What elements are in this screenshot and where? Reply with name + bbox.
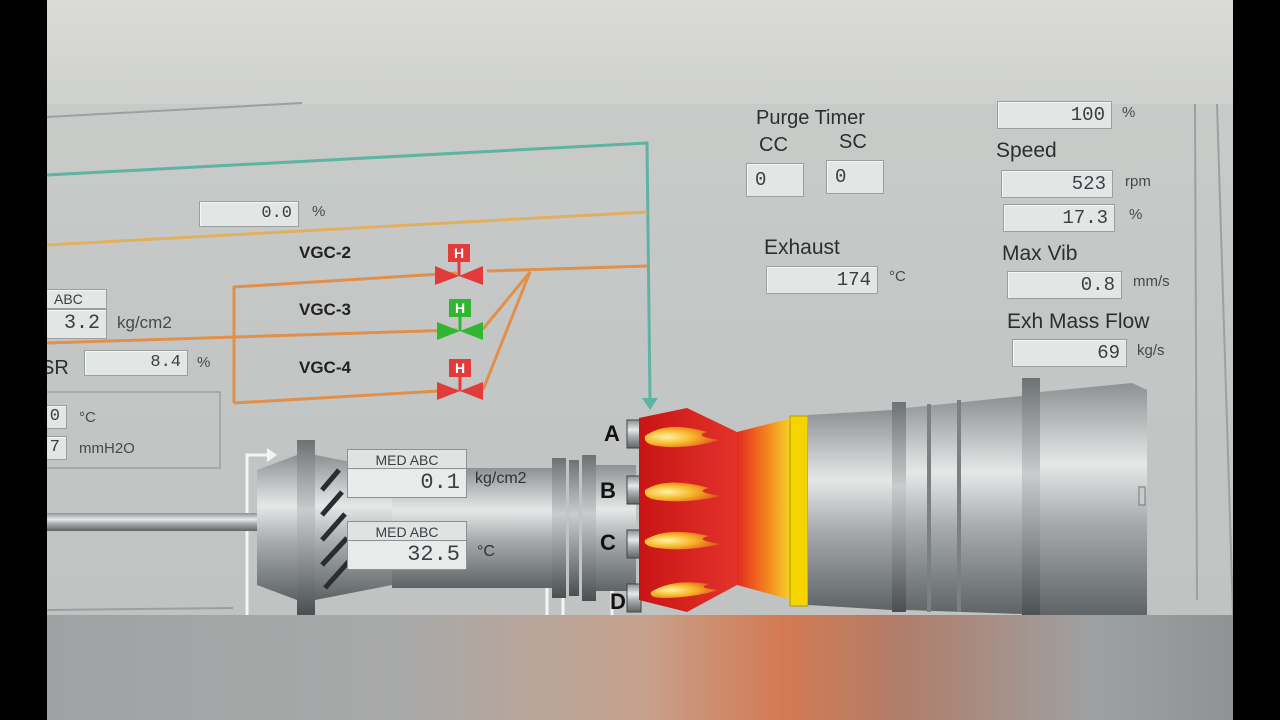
vgc4-hand-indicator[interactable]: H	[449, 359, 471, 377]
hmi-screen: 0.0 % ABC 3.2 kg/cm2 SR 8.4 % 0 °C 7 mmH…	[47, 0, 1233, 720]
top-bezel	[47, 0, 1233, 104]
sr-unit: %	[197, 354, 211, 371]
fuel-nozzles	[626, 419, 642, 613]
turbine-shaft	[47, 513, 297, 531]
mmh2o-unit: mmH2O	[79, 440, 135, 457]
compressor-temp-unit: °C	[477, 543, 495, 560]
bottom-blur-region	[47, 615, 1233, 720]
panel-border-right-outer	[1216, 103, 1233, 616]
top-percent-display: 0.0	[199, 201, 299, 227]
vgc2-valve-icon[interactable]	[435, 262, 483, 285]
left-bottom-frame	[47, 607, 234, 611]
vgc3-valve-icon[interactable]	[437, 317, 483, 340]
burner-flames	[644, 426, 721, 598]
max-vib-unit: mm/s	[1133, 273, 1170, 290]
port-a-label: A	[604, 421, 620, 446]
vgc2-label: VGC-2	[299, 243, 351, 262]
compressor-temp-display: 32.5	[347, 540, 467, 570]
orange-line-vgc2	[232, 271, 458, 403]
transition-piece	[737, 418, 792, 600]
inlet-air-arrow	[267, 448, 277, 462]
temp-display: 0	[47, 405, 67, 429]
orange-line-vgc3	[47, 328, 458, 345]
exh-mass-flow-label: Exh Mass Flow	[1007, 310, 1150, 333]
top-right-percent-unit: %	[1122, 104, 1136, 121]
vgc3-label: VGC-3	[299, 300, 351, 319]
port-b-label: B	[600, 478, 616, 503]
panel-border-right	[1194, 103, 1198, 601]
turbine-section	[808, 378, 1147, 618]
sr-display: 8.4	[84, 350, 188, 376]
transition-ring	[789, 415, 809, 607]
inlet-air-line	[245, 453, 269, 615]
exh-mass-flow-display: 69	[1012, 339, 1127, 367]
top-percent-unit: %	[312, 203, 326, 220]
left-data-frame	[47, 391, 221, 469]
max-vib-display: 0.8	[1007, 271, 1122, 299]
compressor-pressure-display: 0.1	[347, 468, 467, 498]
top-right-percent-display: 100	[997, 101, 1112, 129]
port-c-label: C	[600, 530, 616, 555]
speed-percent-display: 17.3	[1003, 204, 1115, 232]
pressure-unit: kg/cm2	[117, 313, 172, 332]
speed-percent-unit: %	[1129, 206, 1143, 223]
compressor-rings	[552, 455, 636, 601]
port-d-label: D	[610, 589, 626, 614]
combustion-chamber	[639, 408, 737, 612]
orange-line-header	[486, 264, 648, 273]
purge-timer-title: Purge Timer	[756, 107, 865, 129]
abc-tag: ABC	[47, 289, 107, 309]
compressor-temp-tag: MED ABC	[347, 521, 467, 543]
purge-sc-label: SC	[839, 131, 867, 153]
compressor-pressure-tag: MED ABC	[347, 449, 467, 471]
speed-label: Speed	[996, 139, 1057, 162]
vgc4-label: VGC-4	[299, 358, 351, 377]
teal-process-line	[47, 141, 652, 401]
exh-mass-flow-unit: kg/s	[1137, 342, 1165, 359]
pressure-display: 3.2	[47, 309, 107, 339]
speed-rpm-unit: rpm	[1125, 173, 1151, 190]
panel-border-top	[47, 102, 303, 118]
teal-flow-arrow	[642, 398, 658, 410]
purge-sc-display: 0	[826, 160, 884, 194]
vgc4-valve-icon[interactable]	[437, 377, 483, 400]
orange-line-vgc4	[233, 388, 458, 405]
compressor-pressure-unit: kg/cm2	[475, 470, 527, 487]
sr-label: SR	[47, 357, 69, 379]
max-vib-label: Max Vib	[1002, 242, 1078, 265]
purge-cc-display: 0	[746, 163, 804, 197]
orange-line-tie	[481, 271, 532, 391]
yellow-process-line	[47, 210, 648, 247]
mmh2o-display: 7	[47, 436, 67, 460]
vgc2-hand-indicator[interactable]: H	[448, 244, 470, 262]
purge-cc-label: CC	[759, 134, 788, 156]
exhaust-label: Exhaust	[764, 236, 840, 259]
vgc3-hand-indicator[interactable]: H	[449, 299, 471, 317]
temp-unit: °C	[79, 409, 96, 426]
speed-rpm-display: 523	[1001, 170, 1113, 198]
exhaust-temp-unit: °C	[889, 268, 906, 285]
process-diagram	[47, 102, 1233, 618]
exhaust-temp-display: 174	[766, 266, 878, 294]
